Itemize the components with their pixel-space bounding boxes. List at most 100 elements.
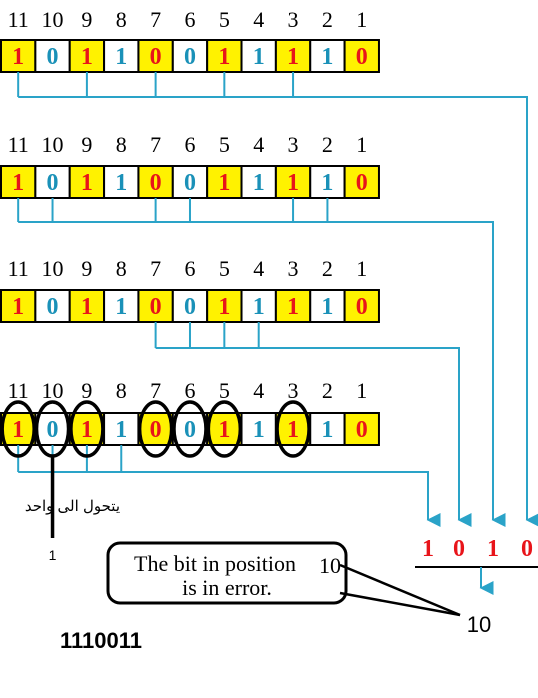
bit-cell [343,165,380,199]
bit-cell [137,412,174,446]
bit-value: 1 [218,417,230,443]
callout-line1: The bit in position [134,551,296,576]
position-label: 4 [253,7,264,32]
bit-value: 0 [150,44,162,70]
bit-cell [68,412,106,446]
position-label: 7 [150,132,161,157]
bit-value: 1 [321,170,333,196]
bit-value: 1 [12,44,24,70]
arabic-note: يتحول الى واحد [25,498,120,515]
arrow-p1 [18,96,538,527]
position-label: 1 [356,132,367,157]
bit-value: 1 [115,170,127,196]
bit-value: 1 [218,170,230,196]
bit-value: 0 [356,294,368,320]
position-label: 11 [8,256,29,281]
bit-oval [0,400,36,458]
bit-cell [274,289,312,323]
position-label: 9 [81,256,92,281]
bit-cell [0,289,37,323]
position-label: 6 [184,7,195,32]
highlight-ovals [0,400,311,458]
bit-cell [343,289,380,323]
bit-value: 1 [253,170,265,196]
position-label: 7 [150,7,161,32]
bit-value: 0 [47,170,59,196]
position-label: 3 [288,378,299,403]
bit-cell [343,412,380,446]
bit-value: 1 [287,170,299,196]
bit-value: 1 [12,170,24,196]
position-label: 3 [288,256,299,281]
parity-group-1-lines [17,72,538,527]
bit-value: 0 [150,294,162,320]
bit-cell [240,165,277,199]
bit-value: 1 [253,44,265,70]
position-label: 10 [42,256,64,281]
position-label: 9 [81,7,92,32]
bit-cell [68,289,106,323]
bit-value: 1 [287,44,299,70]
position-label: 2 [322,132,333,157]
position-label: 10 [42,7,64,32]
syndrome-bit: 1 [487,536,499,562]
bit-value: 1 [12,417,24,443]
syndrome-bit: 0 [521,536,533,562]
bit-value: 0 [356,44,368,70]
parity-group-4-lines [17,445,441,527]
position-label: 9 [81,378,92,403]
position-label: 4 [253,256,264,281]
bit-value: 1 [321,294,333,320]
position-label: 9 [81,132,92,157]
bit-oval [172,400,208,458]
bit-value: 0 [356,417,368,443]
bit-cell [137,165,174,199]
callout-pointer-a [339,563,461,617]
position-label: 5 [219,378,230,403]
arrow-p4 [18,471,441,527]
bit-value: 1 [115,44,127,70]
bit-value: 1 [218,294,230,320]
bit-value: 0 [356,170,368,196]
callout-line2: is in error. [182,575,272,600]
position-label: 6 [184,132,195,157]
position-label: 3 [288,7,299,32]
bit-value: 1 [253,294,265,320]
parity-group-2-lines [17,198,506,527]
bit-value: 0 [47,417,59,443]
bit-value: 0 [184,170,196,196]
bit-cell [274,165,312,199]
position-label: 11 [8,7,29,32]
bit-cell [343,39,380,73]
bit-cell [206,412,243,446]
bit-value: 1 [115,294,127,320]
position-label: 5 [219,7,230,32]
bit-value: 0 [47,294,59,320]
bit-cell [137,289,174,323]
callout-pointer-b [339,591,461,617]
bit-value: 1 [253,417,265,443]
position-label: 2 [322,7,333,32]
bit-value: 1 [287,294,299,320]
position-label: 11 [8,378,29,403]
bit-oval [69,400,105,458]
bit-value: 1 [81,44,93,70]
bit-value: 0 [184,417,196,443]
position-label: 6 [184,256,195,281]
position-label: 11 [8,132,29,157]
position-label: 2 [322,256,333,281]
syndrome-bit: 0 [453,536,465,562]
position-label: 5 [219,256,230,281]
bit-oval [206,400,243,458]
position-label: 8 [116,7,127,32]
result-label: 10 [467,612,491,637]
arrow-p2 [18,221,506,527]
bit-value: 0 [150,170,162,196]
position-label: 7 [150,378,161,403]
bit-value: 1 [81,417,93,443]
